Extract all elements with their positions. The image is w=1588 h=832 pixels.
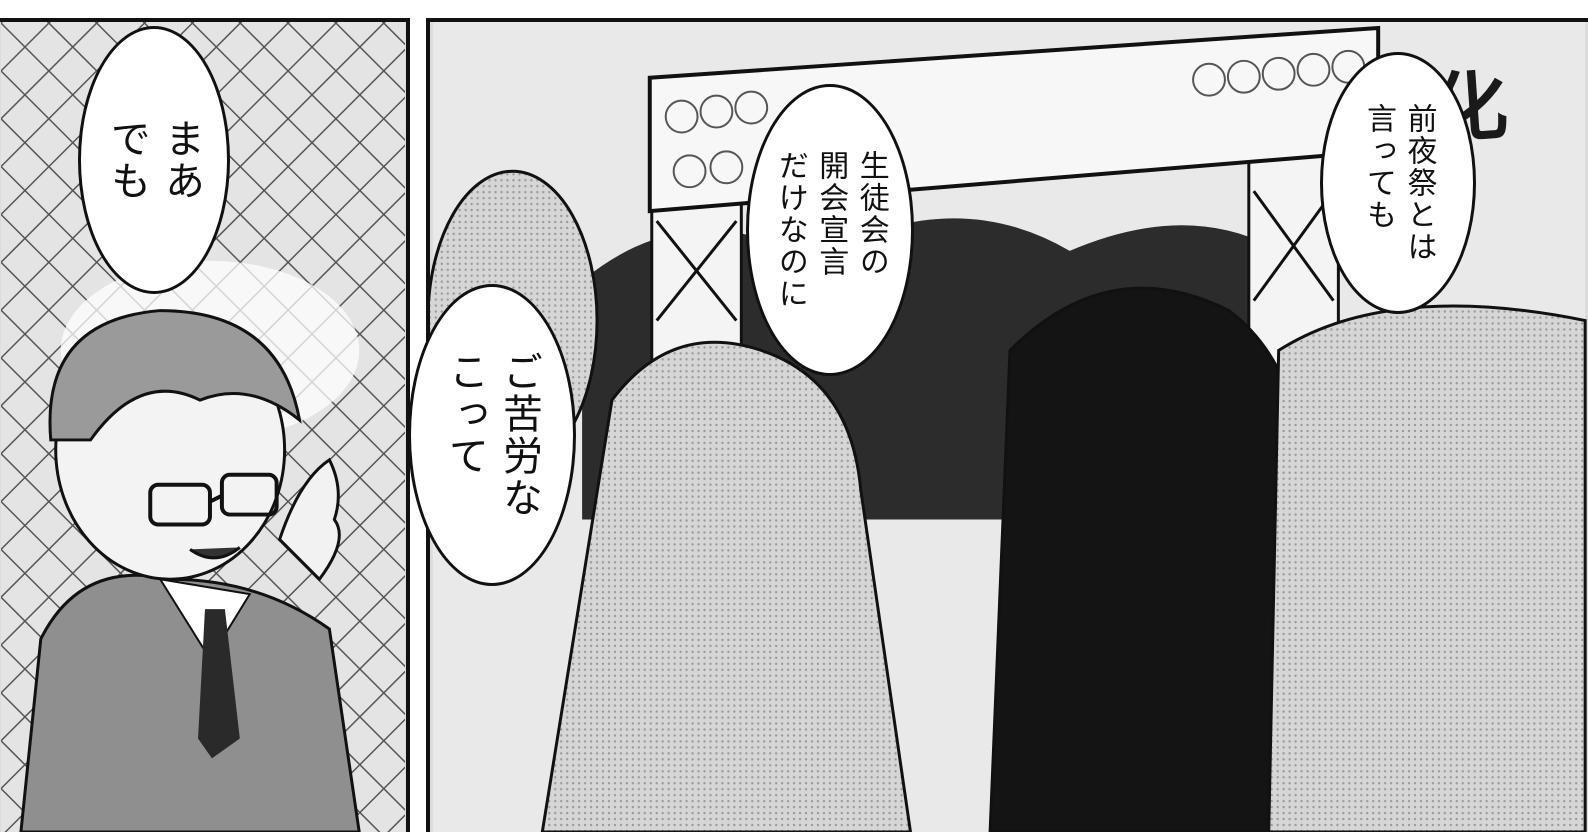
smiling-mouth <box>189 546 241 560</box>
gate-post-right-brace <box>1252 190 1335 302</box>
glasses-right-lens <box>219 472 279 517</box>
panel-left: まあ でも <box>0 18 410 832</box>
glasses-bridge <box>209 493 223 504</box>
hair <box>48 309 302 442</box>
twin-tail-girl <box>540 340 912 832</box>
speech-bubble-2-text: ご苦労な こって <box>442 351 542 519</box>
necktie <box>198 609 240 759</box>
raised-hand <box>277 457 341 582</box>
speech-bubble-3-text: 生徒会の 開会宣言 だけなのに <box>772 150 889 310</box>
speech-bubble-1: まあ でも <box>78 26 230 294</box>
student-back-right <box>1267 304 1587 832</box>
speech-bubble-4-text: 前夜祭とは 言っても <box>1361 103 1437 263</box>
gate-post-left-brace <box>655 220 738 322</box>
speech-bubble-4: 前夜祭とは 言っても <box>1320 52 1476 314</box>
speech-bubble-2: ご苦労な こって <box>408 284 576 586</box>
speech-bubble-1-text: まあ でも <box>104 118 204 202</box>
speech-bubble-3: 生徒会の 開会宣言 だけなのに <box>746 84 914 376</box>
glasses-left-lens <box>148 482 212 527</box>
